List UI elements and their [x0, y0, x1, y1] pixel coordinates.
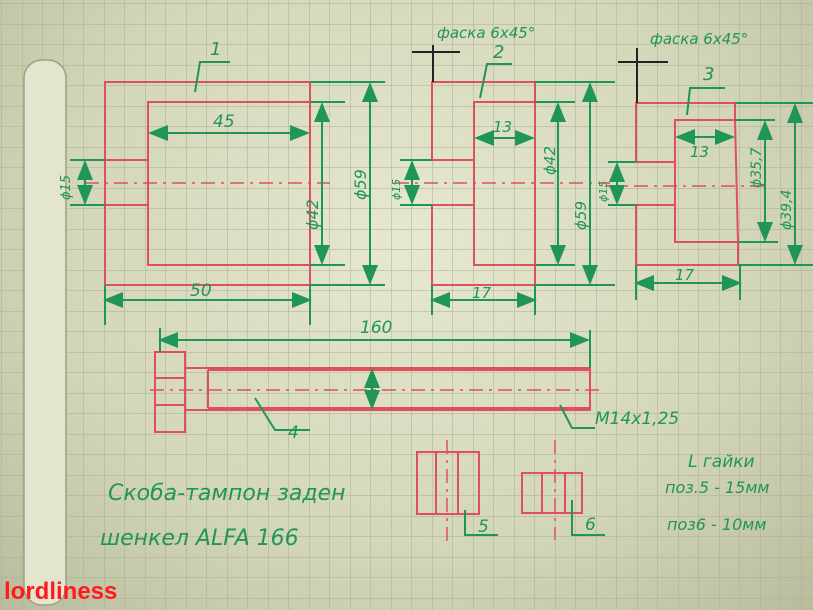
part-5-nut: 5	[416, 440, 498, 545]
part-1: 45 50 ϕ42 ϕ59 ϕ15 1	[59, 39, 385, 325]
dim-hole-dia: ϕ15	[59, 175, 74, 200]
part-3: фаска 6x45° 13 17 ϕ35,7 ϕ39,4 ϕ15 3	[597, 30, 813, 300]
nut-length-title: L гайки	[688, 452, 755, 472]
drawing-title-line2: шенкел ALFA 166	[100, 526, 299, 551]
notebook-binding	[23, 59, 67, 606]
dim-outer-dia: ϕ39,4	[779, 190, 795, 230]
dim-inner-dia: ϕ42	[541, 146, 559, 175]
chamfer-note: фаска 6x45°	[650, 30, 748, 48]
part-label: 5	[478, 517, 489, 537]
dim-inner-width: 13	[690, 143, 709, 161]
part-label: 3	[703, 64, 714, 85]
part-label: 2	[493, 42, 504, 63]
dim-hole-dia: ϕ15	[390, 179, 403, 200]
chamfer-note: фаска 6x45°	[437, 24, 535, 42]
part-label: 1	[210, 39, 221, 60]
watermark: lordliness	[4, 578, 118, 605]
nut-length-pos5: поз.5 - 15мм	[665, 478, 769, 497]
dim-inner-dia: ϕ42	[303, 199, 322, 230]
part-label: 6	[585, 515, 596, 535]
part-label: 4	[288, 423, 299, 443]
part-4-bolt: 160 4 M14x1,25	[150, 318, 679, 443]
nut-length-pos6: поз6 - 10мм	[667, 515, 766, 534]
dim-length: 50	[190, 281, 212, 301]
thread-note: M14x1,25	[595, 409, 679, 429]
part-2: фаска 6x45° 13 17 ϕ42 ϕ59 ϕ15 2	[390, 24, 615, 315]
dim-inner-width: 13	[493, 118, 512, 136]
dim-length: 17	[675, 266, 695, 284]
dim-outer-dia: ϕ59	[572, 201, 590, 230]
dim-hole-dia: ϕ15	[597, 181, 610, 202]
dim-length: 17	[472, 284, 492, 302]
dim-inner-dia: ϕ35,7	[749, 148, 765, 189]
dim-outer-dia: ϕ59	[351, 169, 370, 200]
drawing-title-line1: Скоба-тампон заден	[108, 481, 346, 506]
part-6-nut: 6	[521, 440, 605, 540]
dim-width: 45	[213, 112, 235, 132]
dim-length: 160	[360, 318, 392, 338]
